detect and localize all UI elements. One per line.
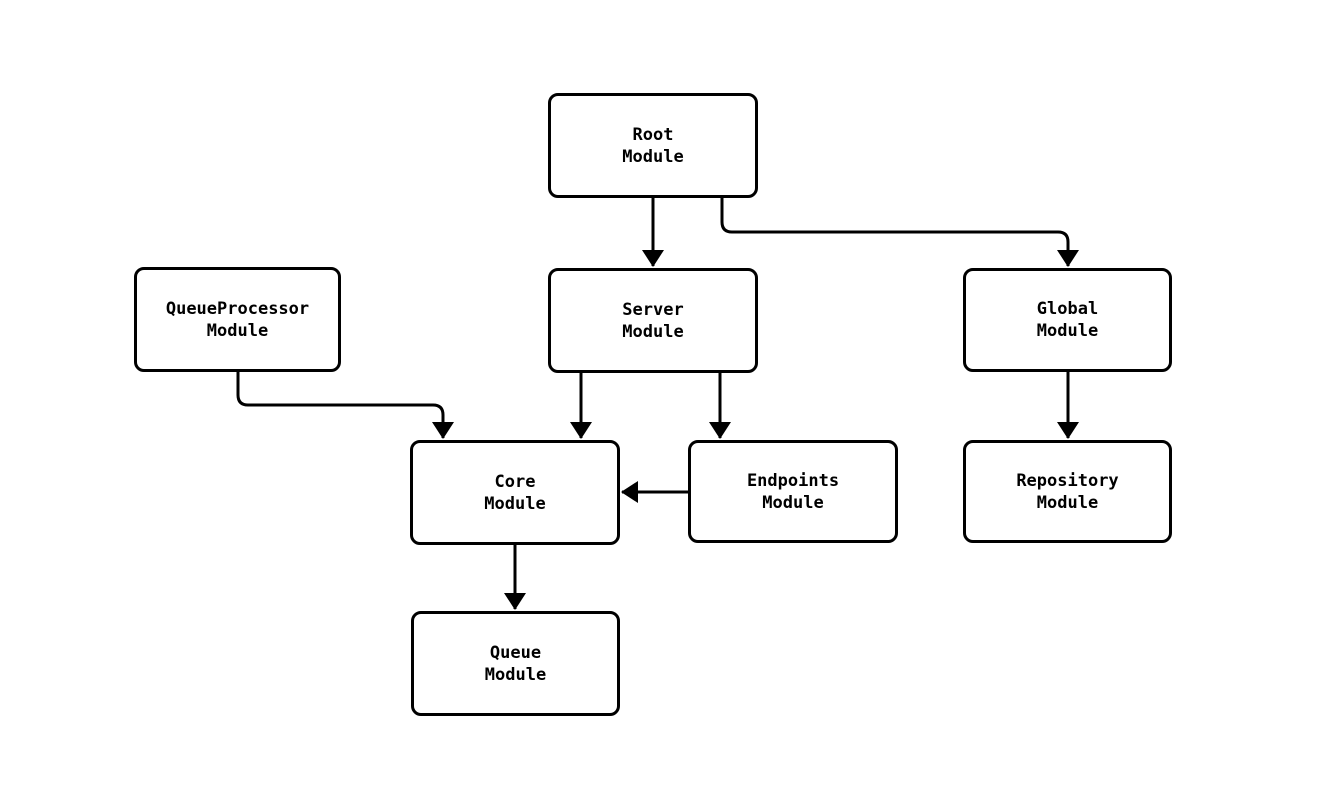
edge-root-module-to-global-module xyxy=(720,198,1079,267)
node-global-module: Global Module xyxy=(963,268,1172,372)
node-root-module: Root Module xyxy=(548,93,758,198)
node-endpoints-module: Endpoints Module xyxy=(688,440,898,543)
node-label-server-module: Server Module xyxy=(622,299,684,342)
node-core-module: Core Module xyxy=(410,440,620,545)
node-label-queueprocessor-module: QueueProcessor Module xyxy=(165,298,310,341)
node-label-repository-module: Repository Module xyxy=(1016,470,1119,513)
node-label-global-module: Global Module xyxy=(1036,299,1099,341)
node-server-module: Server Module xyxy=(548,268,758,373)
node-label-root-module: Root Module xyxy=(622,124,684,167)
node-queueprocessor-module: QueueProcessor Module xyxy=(134,267,341,372)
node-label-endpoints-module: Endpoints Module xyxy=(746,470,840,513)
node-label-core-module: Core Module xyxy=(484,471,546,514)
edge-queueprocessor-module-to-core-module xyxy=(236,372,454,439)
node-queue-module: Queue Module xyxy=(411,611,620,716)
edges-group xyxy=(236,198,1079,610)
node-label-queue-module: Queue Module xyxy=(484,642,547,685)
node-repository-module: Repository Module xyxy=(963,440,1172,543)
